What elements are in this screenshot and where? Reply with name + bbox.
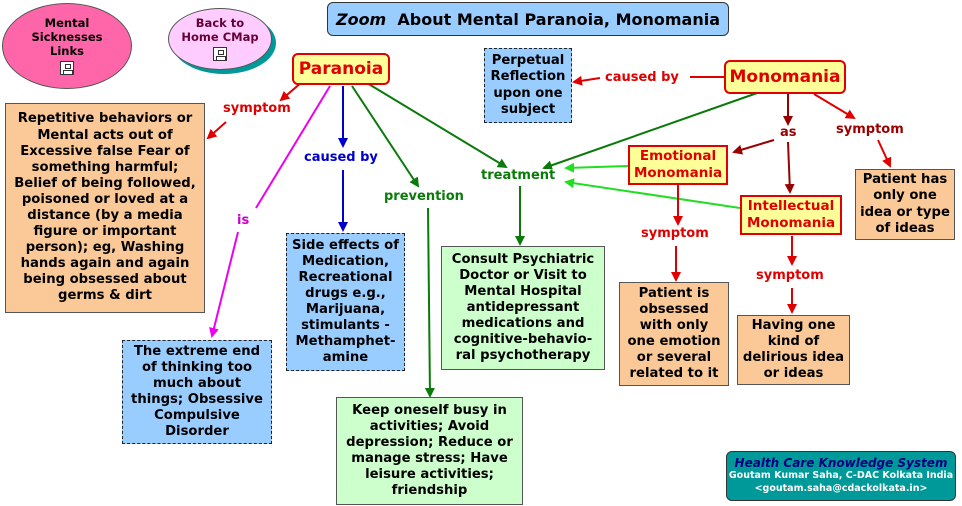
footer-author: Goutam Kumar Saha, C-DAC Kolkata India: [728, 470, 954, 482]
concept-delirious-idea: Having one kind of delirious idea or ide…: [737, 315, 850, 385]
side-effects-text: Side effects of Medication, Recreational…: [292, 237, 399, 366]
link-label-prevention: prevention: [383, 189, 465, 205]
link-label-symptom-monomania: symptom: [835, 122, 905, 138]
edge-paranoia-symptom: [279, 81, 303, 102]
link-label-caused-by-monomania: caused by: [604, 70, 680, 86]
consult-text: Consult Psychiatric Doctor or Visit to M…: [451, 251, 595, 364]
edge-symptom-oneidea: [877, 139, 892, 168]
perpetual-text: Perpetual Reflection upon one subject: [490, 53, 566, 117]
concept-emotional-monomania[interactable]: Emotional Monomania: [628, 145, 728, 185]
edge-is-extreme: [209, 231, 239, 338]
intellectual-label: Intellectual Monomania: [746, 198, 836, 231]
edge-emotional-treatment: [564, 162, 629, 173]
edge-monomania-treatment: [542, 91, 761, 171]
page-title: Zoom About Mental Paranoia, Monomania: [327, 2, 729, 36]
edge-prevention-keep: [424, 207, 435, 398]
edge-paranoia-prevention: [351, 85, 420, 188]
extreme-text: The extreme end of thinking too much abo…: [131, 343, 263, 440]
concept-side-effects: Side effects of Medication, Recreational…: [286, 233, 405, 371]
edge-as-intellectual: [784, 141, 795, 194]
link-label-symptom-intellectual: symptom: [755, 268, 825, 284]
concept-intellectual-monomania[interactable]: Intellectual Monomania: [740, 195, 842, 235]
edge-paranoia-treatment: [361, 79, 508, 169]
title-italic: Zoom: [335, 9, 387, 29]
edge-intellectual-treatment: [564, 178, 741, 209]
one-idea-text: Patient has only one idea or type of ide…: [860, 172, 950, 236]
link-label-symptom-emotional: symptom: [640, 226, 710, 242]
link-label-is: is: [236, 213, 251, 229]
concept-extreme-thinking: The extreme end of thinking too much abo…: [122, 340, 272, 444]
edge-monomania-symptom: [813, 93, 856, 120]
cmap-icon: [60, 60, 74, 75]
delirious-text: Having one kind of delirious idea or ide…: [742, 317, 845, 382]
edge-as-emotional: [732, 139, 775, 155]
concept-emotion-symptom: Patient is obsessed with only one emotio…: [619, 282, 729, 386]
edge-paranoia-is: [255, 85, 331, 209]
footer-email: <goutam.saha@cdackolkata.in>: [754, 482, 928, 494]
link-label-treatment: treatment: [480, 168, 557, 184]
title-rest: About Mental Paranoia, Monomania: [397, 9, 721, 29]
concept-repetitive-behaviors: Repetitive behaviors or Mental acts out …: [5, 103, 205, 313]
edge-symptom-repetitive: [206, 121, 227, 140]
link-label-as: as: [779, 125, 798, 141]
mental-links-label: Mental Sicknesses Links: [31, 16, 103, 58]
concept-monomania[interactable]: Monomania: [724, 60, 846, 94]
back-to-home-cmap-button[interactable]: Back to Home CMap: [168, 8, 272, 70]
concept-paranoia[interactable]: Paranoia: [292, 53, 390, 85]
emotional-label: Emotional Monomania: [633, 148, 723, 181]
keep-busy-text: Keep oneself busy in activities; Avoid d…: [346, 402, 513, 499]
link-label-symptom-paranoia: symptom: [222, 101, 292, 117]
repetitive-text: Repetitive behaviors or Mental acts out …: [14, 111, 196, 304]
mental-sicknesses-links-button[interactable]: Mental Sicknesses Links: [2, 3, 132, 89]
concept-one-idea: Patient has only one idea or type of ide…: [855, 169, 955, 240]
concept-keep-busy: Keep oneself busy in activities; Avoid d…: [336, 397, 523, 505]
edge-causedby-perpetual: [572, 75, 601, 86]
link-label-caused-by-paranoia: caused by: [303, 150, 379, 166]
concept-perpetual-reflection: Perpetual Reflection upon one subject: [484, 48, 572, 123]
monomania-label: Monomania: [729, 67, 841, 87]
footer-credits: Health Care Knowledge System Goutam Kuma…: [726, 451, 956, 501]
paranoia-label: Paranoia: [298, 59, 384, 79]
back-home-label: Back to Home CMap: [181, 16, 259, 44]
footer-system: Health Care Knowledge System: [734, 456, 948, 470]
concept-consult-psychiatric: Consult Psychiatric Doctor or Visit to M…: [441, 246, 605, 370]
emotion-symptom-text: Patient is obsessed with only one emotio…: [627, 285, 721, 382]
cmap-icon: [213, 46, 227, 61]
